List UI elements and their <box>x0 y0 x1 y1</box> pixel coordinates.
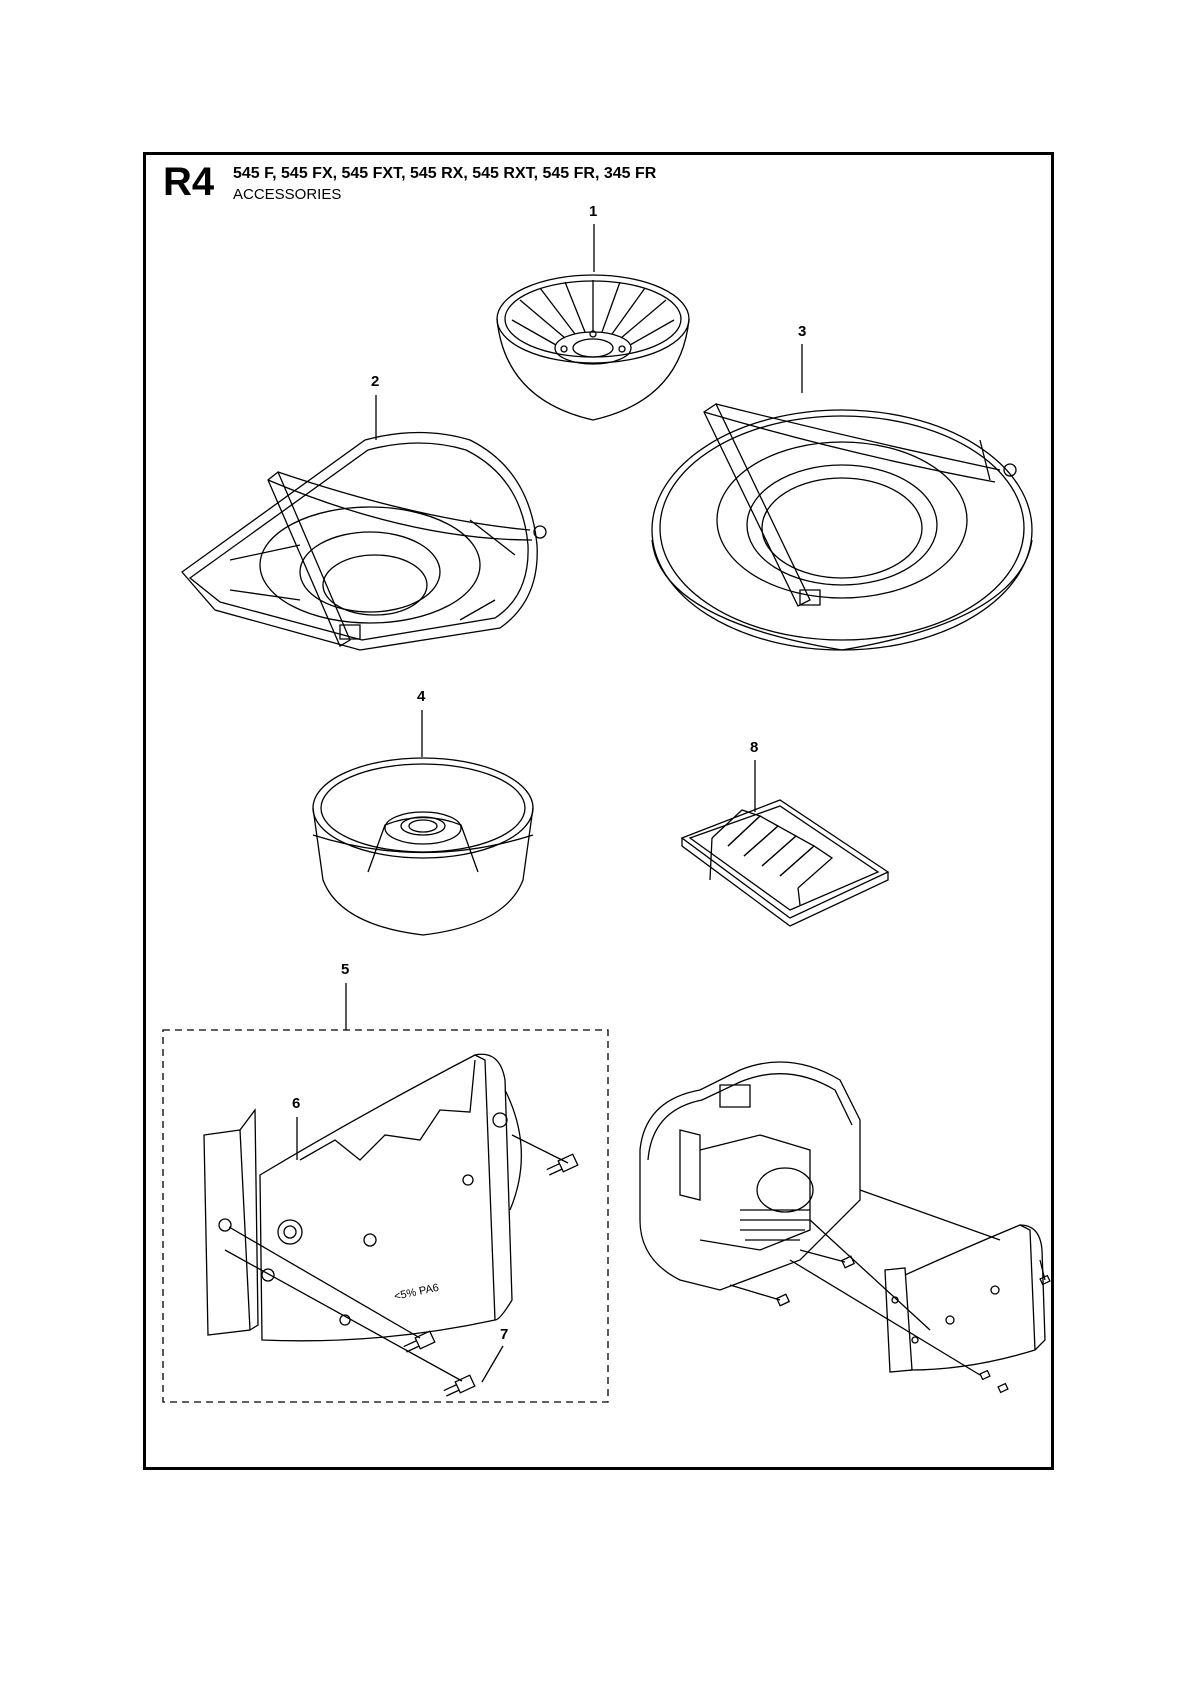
part-5-kit-box <box>163 1030 608 1402</box>
callout-3: 3 <box>798 323 807 340</box>
callout-7: 7 <box>500 1326 509 1343</box>
section-title: ACCESSORIES <box>233 186 342 203</box>
part-8-filter <box>682 800 888 926</box>
model-list: 545 F, 545 FX, 545 FXT, 545 RX, 545 RXT,… <box>233 165 657 182</box>
callout-5: 5 <box>341 961 350 978</box>
part-7-screws <box>403 1154 578 1399</box>
page-code: R4 <box>163 160 215 204</box>
part-3-guard <box>652 404 1032 650</box>
part-4-bowl <box>313 758 533 935</box>
callout-6: 6 <box>292 1095 301 1112</box>
callout-8: 8 <box>750 739 759 756</box>
engine-assembly-view <box>640 1062 1050 1392</box>
part-2-guard <box>182 433 546 651</box>
drawing-frame <box>143 152 1054 1470</box>
leader-lines <box>297 224 802 1382</box>
callout-4: 4 <box>417 688 426 705</box>
svg-text:<5% PA6: <5% PA6 <box>393 1282 440 1303</box>
callout-1: 1 <box>589 203 598 220</box>
callout-2: 2 <box>371 373 380 390</box>
part-1-cup <box>497 275 689 420</box>
part-6-cover: <5% PA6 <box>204 1054 568 1381</box>
